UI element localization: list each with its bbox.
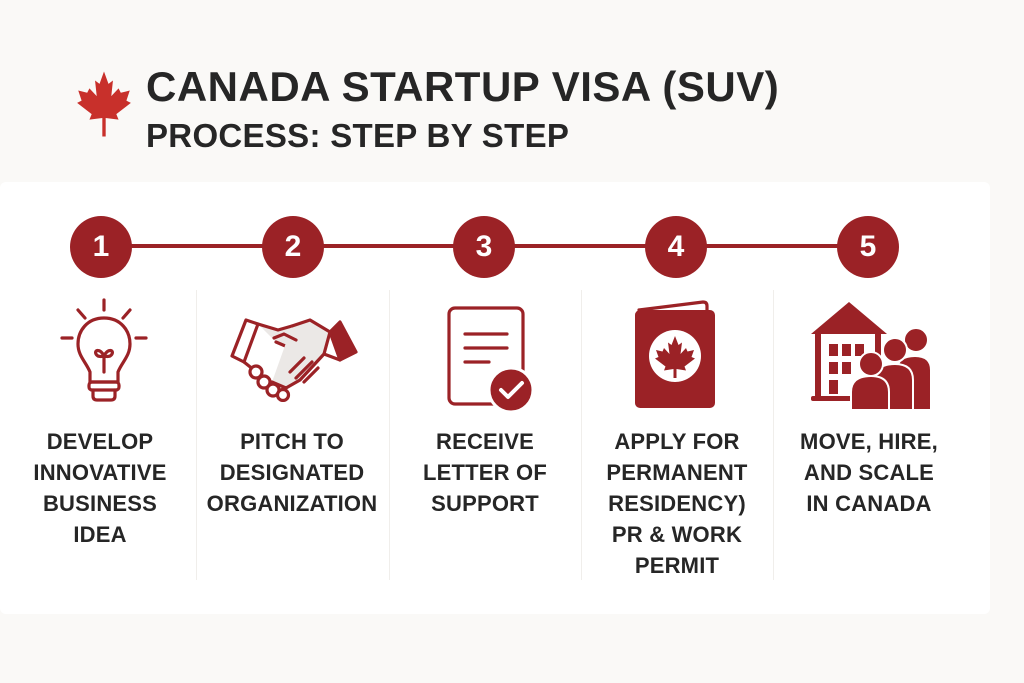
page-subtitle: PROCESS: STEP BY STEP — [146, 117, 570, 154]
header: CANADA STARTUP VISA (SUV) PROCESS: STEP … — [76, 62, 779, 156]
document-check-icon — [447, 306, 535, 414]
step-label: MOVE, HIRE, AND SCALE IN CANADA — [800, 429, 938, 516]
step-label: DEVELOP INNOVATIVE BUSINESS IDEA — [33, 429, 167, 547]
step-2: 2 — [196, 182, 388, 614]
step-4: 4 APPLY FOR PERMANENT RESIDENCY) PR & WO… — [581, 182, 773, 614]
page-title: CANADA STARTUP VISA (SUV) — [146, 63, 780, 110]
step-number-badge: 4 — [645, 216, 707, 278]
steps-panel: 1 DEVELOP INNO — [0, 182, 990, 614]
handshake-icon — [230, 318, 358, 402]
column-divider — [389, 290, 390, 580]
steps-list: 1 DEVELOP INNO — [0, 182, 990, 614]
step-number-badge: 5 — [837, 216, 899, 278]
step-1: 1 DEVELOP INNO — [4, 182, 196, 614]
maple-leaf-icon — [77, 71, 131, 137]
passport-icon — [635, 300, 715, 408]
column-divider — [581, 290, 582, 580]
step-number-badge: 1 — [70, 216, 132, 278]
column-divider — [196, 290, 197, 580]
step-label: RECEIVE LETTER OF SUPPORT — [422, 429, 547, 516]
step-3: 3 RECEIVE LETTER OF SUPPORT — [389, 182, 581, 614]
step-label: APPLY FOR PERMANENT RESIDENCY) PR & WORK… — [606, 429, 748, 578]
column-divider — [773, 290, 774, 580]
building-people-icon — [811, 302, 931, 410]
step-label: PITCH TO DESIGNATED ORGANIZATION — [206, 429, 378, 516]
step-number-badge: 3 — [453, 216, 515, 278]
step-number-badge: 2 — [262, 216, 324, 278]
step-5: 5 — [773, 182, 965, 614]
lightbulb-icon — [60, 298, 148, 402]
